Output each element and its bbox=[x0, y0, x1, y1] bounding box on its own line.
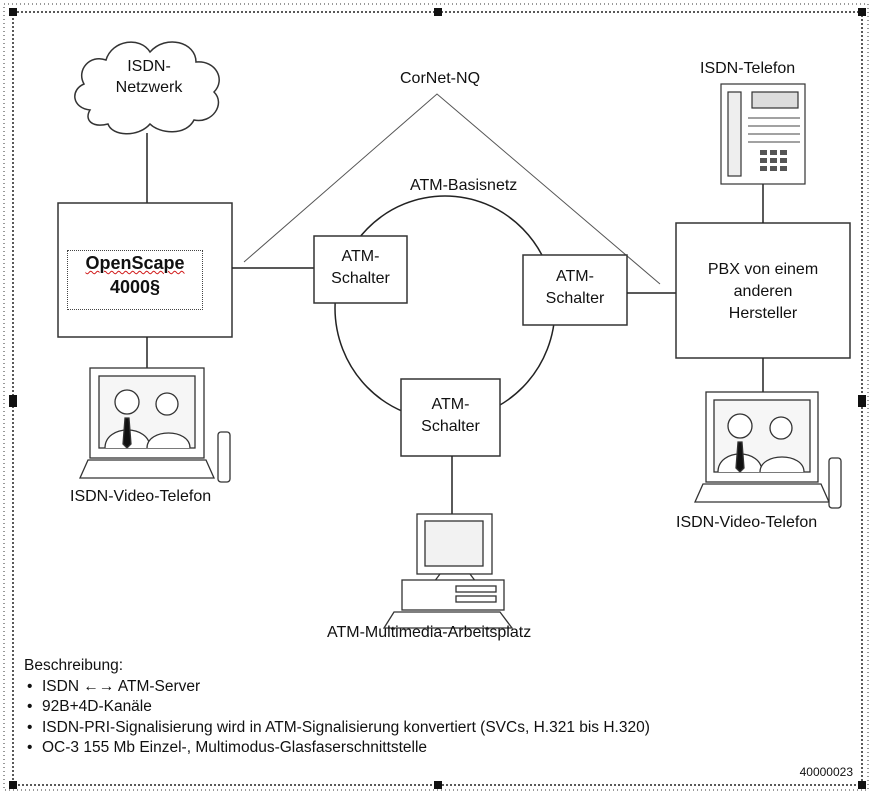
legend-item: •ISDN-PRI-Signalisierung wird in ATM-Sig… bbox=[27, 718, 650, 736]
video-phone-left-label: ISDN-Video-Telefon bbox=[70, 488, 212, 505]
legend-title: Beschreibung: bbox=[24, 657, 124, 674]
workstation-icon bbox=[382, 513, 514, 629]
workstation-label: ATM-Multimedia-Arbeitsplatz bbox=[327, 624, 532, 641]
video-phone-right-icon bbox=[693, 391, 842, 509]
isdn-telephone-icon bbox=[720, 83, 806, 185]
legend-item: •ISDN ←→ ATM-Server bbox=[27, 677, 201, 695]
isdn-telephone-label: ISDN-Telefon bbox=[700, 60, 796, 77]
atm-switch-bottom-label: ATM-Schalter bbox=[421, 396, 480, 435]
atm-switch-bottom-box bbox=[400, 378, 501, 457]
atm-basisnetz-label: ATM-Basisnetz bbox=[410, 177, 518, 194]
openscape-box bbox=[57, 202, 233, 338]
atm-switch-left-label: ATM-Schalter bbox=[331, 248, 390, 287]
figure-code: 40000023 bbox=[799, 765, 853, 779]
legend: Beschreibung: •ISDN ←→ ATM-Server •92B+4… bbox=[24, 656, 650, 759]
cornet-triangle bbox=[243, 93, 661, 285]
atm-switch-right-box bbox=[522, 254, 628, 326]
video-phone-right-label: ISDN-Video-Telefon bbox=[676, 514, 818, 531]
cornet-label: CorNet-NQ bbox=[400, 70, 481, 87]
video-phone-left-icon bbox=[78, 367, 231, 483]
double-arrow-icon: ←→ bbox=[83, 677, 115, 695]
atm-switch-right-label: ATM-Schalter bbox=[545, 268, 605, 307]
openscape-label: OpenScape 4000§ bbox=[67, 250, 203, 310]
selection-handles bbox=[9, 8, 866, 789]
pbx-box bbox=[675, 222, 851, 359]
isdn-network-label: ISDN-Netzwerk bbox=[115, 58, 183, 96]
isdn-cloud bbox=[74, 41, 220, 135]
atm-switch-left-box bbox=[313, 235, 408, 304]
selection-frame-outer bbox=[3, 3, 869, 791]
legend-item: •92B+4D-Kanäle bbox=[27, 698, 152, 715]
legend-item: •OC-3 155 Mb Einzel-, Multimodus-Glasfas… bbox=[27, 739, 428, 756]
